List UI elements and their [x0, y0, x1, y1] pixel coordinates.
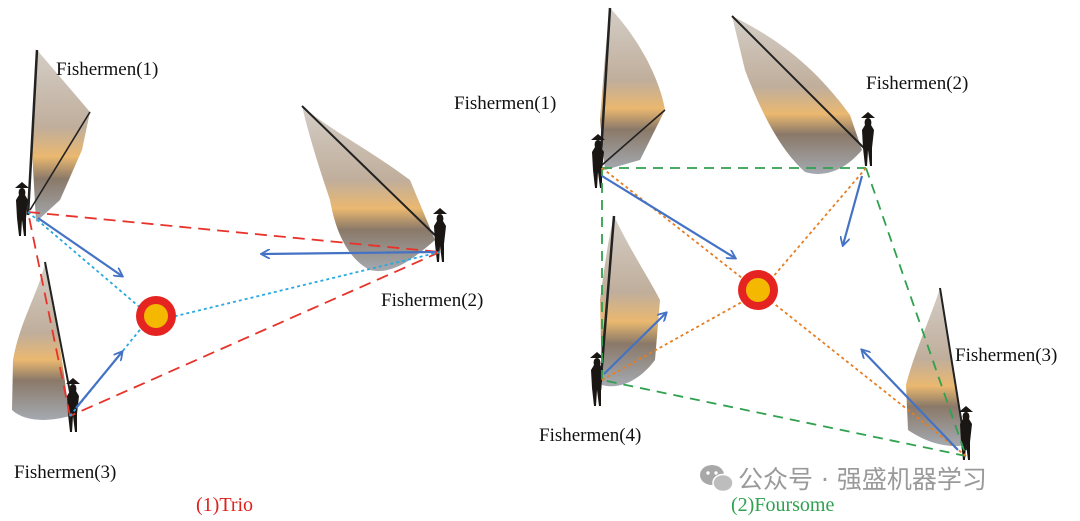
trio-fisherman-2-label: Fishermen(2): [381, 290, 484, 311]
watermark-text: 公众号 · 强盛机器学习: [738, 465, 987, 494]
four-net-4-icon: [590, 215, 660, 406]
watermark: 公众号 · 强盛机器学习: [738, 460, 987, 496]
trio-diagram: [12, 49, 447, 432]
four-net-3-icon: [906, 287, 973, 460]
foursome-target-icon: [738, 270, 778, 310]
foursome-fisherman-4-label: Fishermen(4): [539, 425, 642, 446]
trio-boundary-triangle: [27, 211, 441, 417]
foursome-diagram: [590, 7, 973, 460]
trio-fisherman-1-label: Fishermen(1): [56, 59, 159, 80]
trio-move-arrows: [37, 217, 437, 409]
four-net-1-icon: [591, 7, 666, 188]
foursome-fisherman-1-label: Fishermen(1): [454, 93, 557, 114]
trio-net-3-icon: [12, 261, 80, 432]
trio-net-2-icon: [301, 105, 447, 272]
four-net-2-icon: [731, 15, 875, 174]
foursome-fisherman-2-label: Fishermen(2): [866, 73, 969, 94]
foursome-boundary-quad: [601, 167, 967, 457]
foursome-fisherman-3-label: Fishermen(3): [955, 345, 1058, 366]
foursome-links-to-target: [601, 167, 967, 457]
trio-caption: (1)Trio: [196, 494, 254, 516]
trio-net-1-icon: [15, 49, 91, 236]
foursome-caption: (2)Foursome: [731, 494, 835, 516]
foursome-move-arrows: [601, 175, 959, 451]
trio-fisherman-3-label: Fishermen(3): [14, 462, 117, 483]
trio-target-icon: [136, 296, 176, 336]
wechat-icon: [700, 465, 734, 493]
